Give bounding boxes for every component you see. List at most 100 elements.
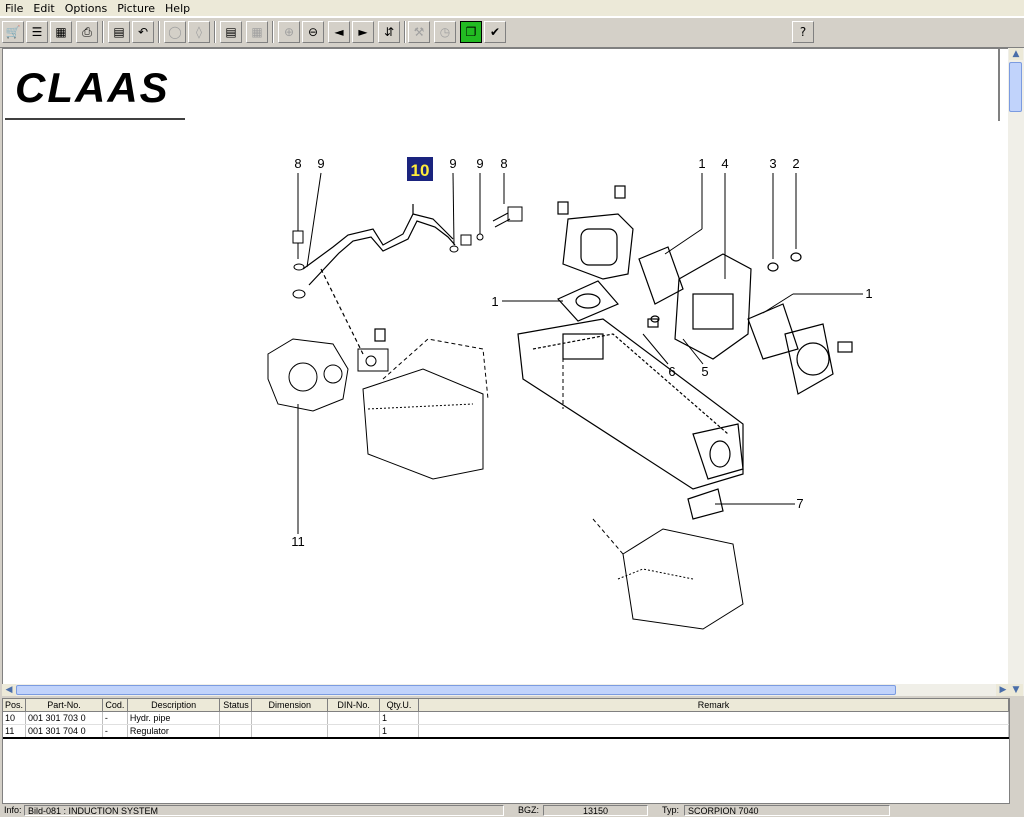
callout-1[interactable]: 1: [698, 156, 705, 171]
cell-dimension: [251, 724, 329, 739]
parts-table: Pos. Part-No. Cod. Description Status Di…: [3, 699, 1010, 739]
cell-qty: 1: [379, 724, 419, 739]
exploded-parts-drawing[interactable]: CLAAS: [2, 48, 1012, 686]
print-icon[interactable]: ⎙: [76, 21, 98, 43]
sort-icon[interactable]: ⇵: [378, 21, 400, 43]
zoom-in-icon[interactable]: ⊕: [278, 21, 300, 43]
callout-8[interactable]: 8: [294, 156, 301, 171]
callout-labels: 8 9 9 9 8 1 4 3 2 1 1 6 5 7 11: [291, 156, 872, 549]
toolbar-separator: [214, 21, 216, 43]
callout-2[interactable]: 2: [792, 156, 799, 171]
menu-options[interactable]: Options: [64, 2, 108, 15]
typ-value: SCORPION 7040: [684, 805, 890, 816]
network-icon[interactable]: ◊: [188, 21, 210, 43]
cell-cod: -: [102, 711, 128, 725]
binoculars-icon[interactable]: ◯: [164, 21, 186, 43]
help-button[interactable]: ?: [792, 21, 814, 43]
bgz-value: 13150: [543, 805, 648, 816]
status-bar: Info: Bild-081 : INDUCTION SYSTEM BGZ: 1…: [0, 804, 1024, 817]
scroll-down-icon[interactable]: ▼: [1009, 684, 1023, 696]
col-cod[interactable]: Cod.: [102, 699, 128, 712]
cell-remark: [418, 711, 1010, 725]
wrench-icon[interactable]: ⚒: [408, 21, 430, 43]
callout-4[interactable]: 4: [721, 156, 728, 171]
page-icon[interactable]: ▤: [220, 21, 242, 43]
cell-status: [219, 711, 253, 725]
fasteners-left: [292, 206, 523, 299]
intake-parts: [374, 185, 853, 520]
col-din-no[interactable]: DIN-No.: [327, 699, 381, 712]
hydr-pipe: [302, 204, 456, 355]
col-qty[interactable]: Qty.U.: [379, 699, 419, 712]
horizontal-scrollbar[interactable]: ◀ ▶: [2, 684, 1010, 696]
cell-remark: [418, 724, 1010, 739]
col-pos[interactable]: Pos.: [3, 699, 27, 712]
col-part-no[interactable]: Part-No.: [25, 699, 103, 712]
callout-7[interactable]: 7: [796, 496, 803, 511]
cell-part-no: 001 301 704 0: [25, 724, 103, 739]
parts-diagram: CLAAS: [5, 49, 1000, 630]
cell-din-no: [327, 711, 381, 725]
arrow-right-icon[interactable]: ►: [352, 21, 374, 43]
typ-label: Typ:: [662, 805, 680, 815]
tree-icon[interactable]: ▦: [50, 21, 72, 43]
copy-pages-icon[interactable]: ❐: [460, 21, 482, 43]
menu-help[interactable]: Help: [165, 2, 191, 15]
menu-bar: File Edit Options Picture Help: [0, 0, 1024, 17]
col-remark[interactable]: Remark: [418, 699, 1010, 712]
list-icon[interactable]: ☰: [26, 21, 48, 43]
zoom-out-icon[interactable]: ⊖: [302, 21, 324, 43]
col-dimension[interactable]: Dimension: [251, 699, 329, 712]
callout-9[interactable]: 9: [317, 156, 324, 171]
vertical-scrollbar[interactable]: ▲ ▼: [1008, 48, 1024, 696]
callout-3[interactable]: 3: [769, 156, 776, 171]
toolbar-separator: [404, 21, 406, 43]
cell-status: [219, 724, 253, 739]
cell-qty: 1: [379, 711, 419, 725]
parts-table-panel: Pos. Part-No. Cod. Description Status Di…: [2, 698, 1010, 804]
regulator: [267, 338, 389, 412]
cell-din-no: [327, 724, 381, 739]
menu-file[interactable]: File: [5, 2, 24, 15]
scroll-up-icon[interactable]: ▲: [1009, 48, 1023, 60]
callout-11[interactable]: 11: [291, 534, 305, 549]
cell-pos: 10: [3, 711, 27, 725]
document-icon[interactable]: ▤: [108, 21, 130, 43]
callout-5[interactable]: 5: [701, 364, 708, 379]
table-header-row: Pos. Part-No. Cod. Description Status Di…: [3, 699, 1010, 712]
arrow-left-icon[interactable]: ◄: [328, 21, 350, 43]
vertical-scroll-thumb[interactable]: [1009, 62, 1022, 112]
cell-pos: 11: [3, 724, 27, 739]
toolbar-separator: [272, 21, 274, 43]
toolbar-separator: [158, 21, 160, 43]
claas-logo: CLAAS: [15, 64, 170, 111]
cart-icon[interactable]: 🛒: [2, 21, 24, 43]
selected-callout-highlight: [407, 157, 433, 181]
callout-9[interactable]: 9: [449, 156, 456, 171]
cell-description: Hydr. pipe: [127, 711, 221, 725]
callout-6[interactable]: 6: [668, 364, 675, 379]
col-status[interactable]: Status: [219, 699, 253, 712]
tools-icon[interactable]: ✔: [484, 21, 506, 43]
callout-1[interactable]: 1: [491, 294, 498, 309]
table-row[interactable]: 11 001 301 704 0 - Regulator 1: [3, 724, 1010, 739]
table-row[interactable]: 10 001 301 703 0 - Hydr. pipe 1: [3, 711, 1010, 725]
toolbar-separator: [102, 21, 104, 43]
cell-dimension: [251, 711, 329, 725]
cell-part-no: 001 301 703 0: [25, 711, 103, 725]
clock-icon[interactable]: ◷: [434, 21, 456, 43]
callout-10-selected[interactable]: 10: [411, 161, 430, 180]
scroll-right-icon[interactable]: ▶: [996, 684, 1010, 696]
callout-8[interactable]: 8: [500, 156, 507, 171]
callout-9[interactable]: 9: [476, 156, 483, 171]
undo-icon[interactable]: ↶: [132, 21, 154, 43]
bgz-label: BGZ:: [518, 805, 540, 815]
horizontal-scroll-thumb[interactable]: [16, 685, 896, 695]
col-description[interactable]: Description: [127, 699, 221, 712]
cell-description: Regulator: [127, 724, 221, 739]
scroll-left-icon[interactable]: ◀: [2, 684, 16, 696]
menu-edit[interactable]: Edit: [33, 2, 55, 15]
grid-icon[interactable]: ▦: [246, 21, 268, 43]
callout-1[interactable]: 1: [865, 286, 872, 301]
menu-picture[interactable]: Picture: [117, 2, 156, 15]
